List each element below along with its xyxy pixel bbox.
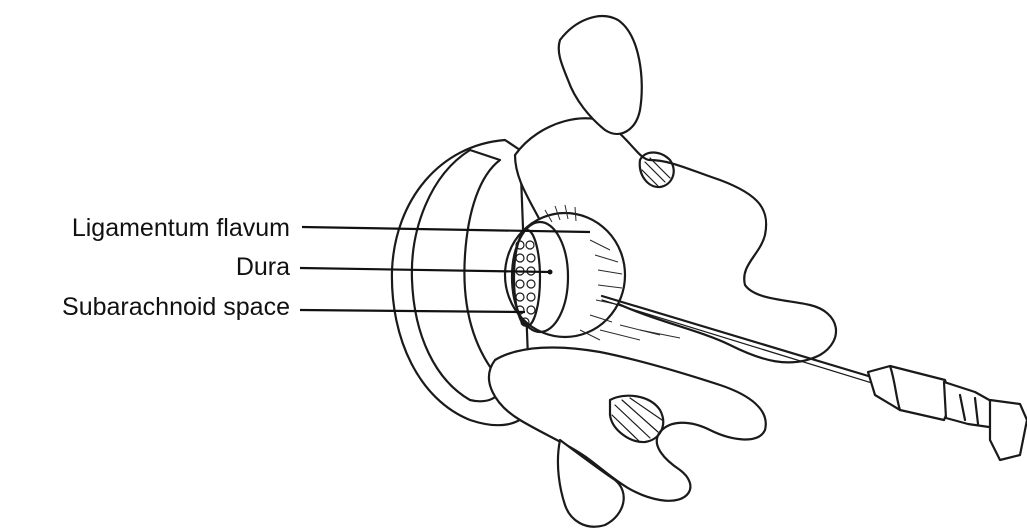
label-subarachnoid-space: Subarachnoid space: [62, 292, 290, 322]
label-ligamentum-flavum: Ligamentum flavum: [72, 213, 290, 243]
label-dura: Dura: [236, 252, 290, 282]
inferior-process: [489, 347, 766, 526]
leader-dura-dot: [548, 270, 553, 275]
